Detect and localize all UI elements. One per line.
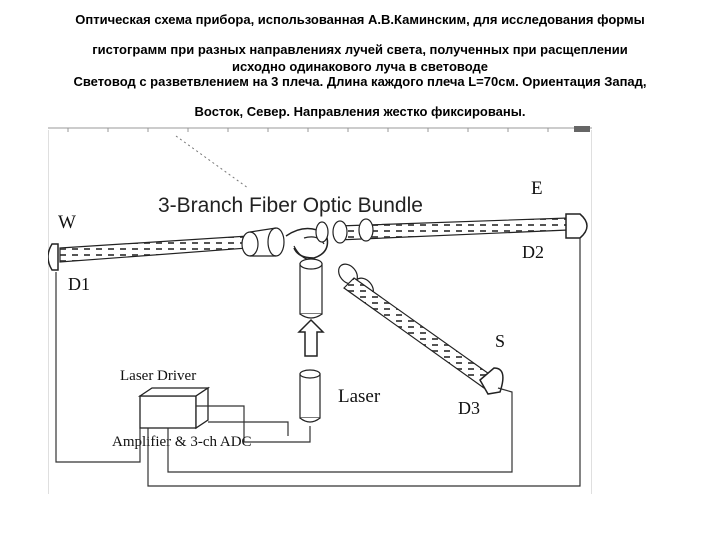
ruler xyxy=(48,126,592,494)
caption-line-1: Оптическая схема прибора, использованная… xyxy=(75,12,645,27)
laser-label: Laser xyxy=(338,386,381,407)
caption-line-2: гистограмм при разных направлениях лучей… xyxy=(92,42,628,57)
label-d3: D3 xyxy=(458,398,480,418)
up-arrow-icon xyxy=(297,318,325,357)
caption-line-4: Световод с разветвлением на 3 плеча. Дли… xyxy=(73,74,647,89)
label-d2: D2 xyxy=(522,242,544,262)
label-d1: D1 xyxy=(68,274,90,294)
fiber-arm-west xyxy=(59,227,285,263)
fiber-arm-east xyxy=(332,217,569,244)
detector-d1 xyxy=(48,243,59,271)
detector-d2 xyxy=(565,213,588,239)
fiber-junction xyxy=(285,221,329,261)
input-fiber xyxy=(299,258,323,319)
signal-wires xyxy=(55,238,581,487)
amplifier-adc-box xyxy=(137,386,211,430)
amplifier-label: Amplifier & 3-ch ADC xyxy=(112,434,252,450)
caption-line-3: исходно одинакового луча в световоде xyxy=(232,59,488,74)
dotted-guide-line xyxy=(175,135,249,189)
label-e: E xyxy=(531,178,543,199)
fiber-optic-diagram: 3-Branch Fiber Optic Bundle W E S D1 D2 … xyxy=(48,126,592,494)
diagram-title: 3-Branch Fiber Optic Bundle xyxy=(158,194,423,217)
caption-line-5: Восток, Север. Направления жестко фиксир… xyxy=(194,104,526,119)
label-s: S xyxy=(495,331,505,351)
detector-d3 xyxy=(479,367,504,395)
fiber-arm-south xyxy=(338,263,493,389)
laser-driver-label: Laser Driver xyxy=(120,368,196,384)
laser-source xyxy=(299,369,321,423)
label-w: W xyxy=(58,212,76,233)
